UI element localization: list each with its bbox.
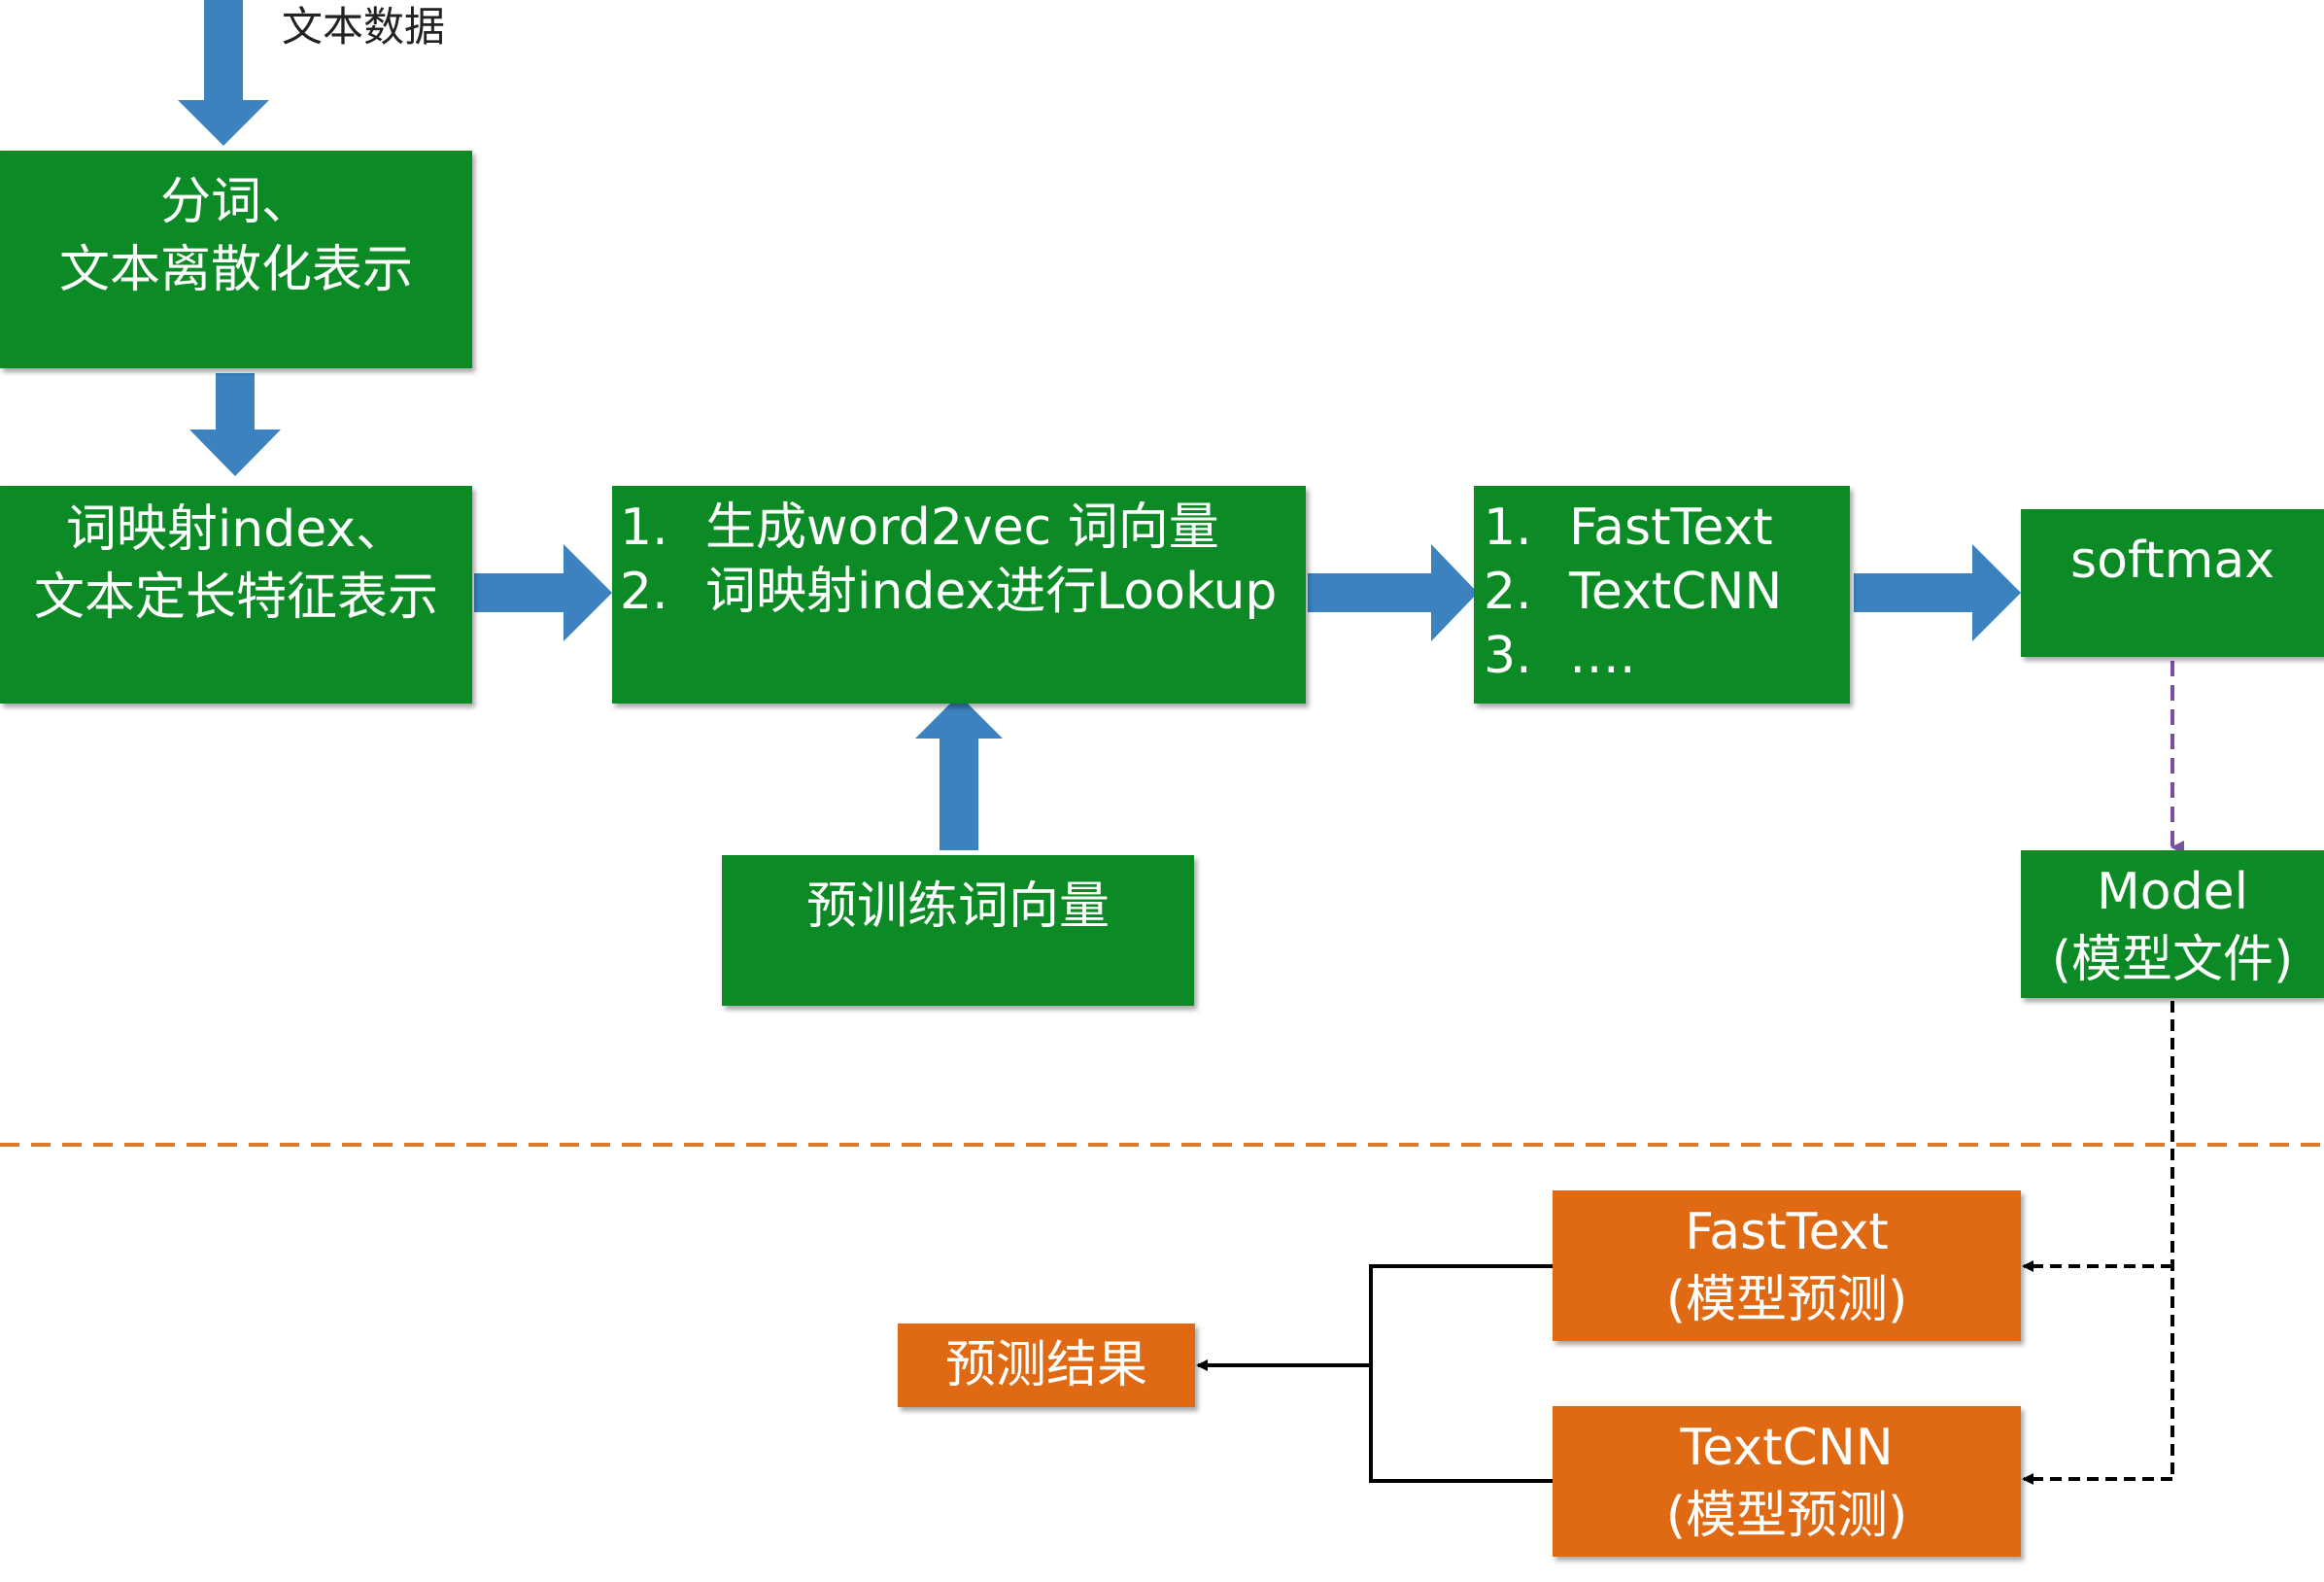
fasttext-predict-box: FastText (模型预测) (1553, 1190, 2021, 1341)
segment-box: 分词、 文本离散化表示 (0, 151, 472, 368)
arrow-index-to-embed (474, 544, 612, 641)
pretrained-vectors-box: 预训练词向量 (722, 855, 1194, 1006)
model-file-line-2: (模型文件) (2051, 931, 2294, 989)
embedding-step: 1.生成word2vec 词向量 (620, 499, 1219, 557)
softmax-box: softmax (2021, 509, 2324, 657)
arrow-input-to-segment (178, 0, 269, 146)
textcnn-predict-box: TextCNN (模型预测) (1553, 1406, 2021, 1557)
embedding-steps: 1.生成word2vec 词向量 2.词映射index进行Lookup (620, 496, 1306, 624)
arrow-pretrain-to-embed (915, 695, 1003, 850)
model-file-line-1: Model (2096, 863, 2249, 921)
index-line-1: 词映射index、 (65, 500, 407, 559)
model-file-box: Model (模型文件) (2021, 850, 2324, 998)
pretrained-vectors-label: 预训练词向量 (805, 877, 1110, 936)
index-line-2: 文本定长特征表示 (33, 568, 438, 627)
fasttext-predict-line-1: FastText (1685, 1203, 1889, 1261)
arrow-models-to-softmax (1854, 544, 2021, 641)
textcnn-predict-line-1: TextCNN (1680, 1419, 1894, 1477)
index-box: 词映射index、 文本定长特征表示 (0, 486, 472, 704)
arrow-segment-to-index (189, 373, 281, 476)
merge-connector (1369, 1264, 1553, 1483)
segment-line-1: 分词、 (159, 173, 312, 231)
model-list: 1.FastText 2.TextCNN 3.…. (1484, 496, 1850, 688)
models-box: 1.FastText 2.TextCNN 3.…. (1474, 486, 1850, 704)
embedding-box: 1.生成word2vec 词向量 2.词映射index进行Lookup (612, 486, 1306, 704)
arrow-embed-to-models (1308, 544, 1478, 641)
model-list-item: 2.TextCNN (1484, 563, 1783, 621)
input-data-label: 文本数据 (282, 3, 446, 51)
fasttext-predict-line-2: (模型预测) (1665, 1271, 1908, 1329)
model-list-item: 3.…. (1484, 627, 1636, 685)
prediction-result-label: 预测结果 (944, 1336, 1147, 1394)
model-list-item: 1.FastText (1484, 499, 1773, 557)
segment-line-2: 文本离散化表示 (58, 241, 413, 299)
prediction-result-box: 预测结果 (898, 1324, 1195, 1407)
textcnn-predict-line-2: (模型预测) (1665, 1487, 1908, 1545)
softmax-label: softmax (2070, 532, 2274, 590)
embedding-step: 2.词映射index进行Lookup (620, 563, 1278, 621)
